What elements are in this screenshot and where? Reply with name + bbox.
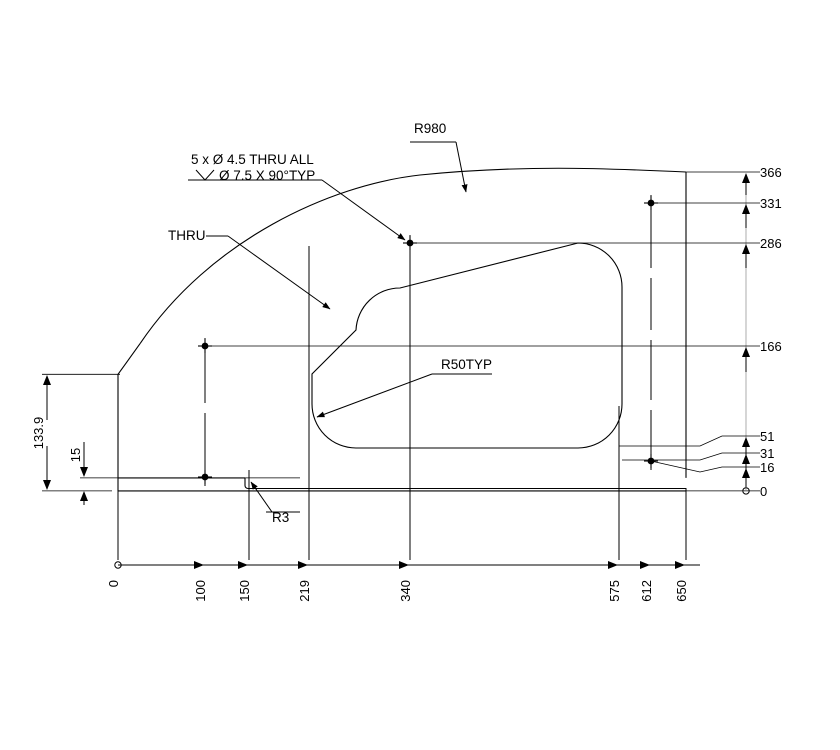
dim-label-x150: 150 (237, 580, 252, 602)
ext-16 (650, 460, 760, 473)
dim-label-x340: 340 (398, 580, 413, 602)
dim-label-16: 16 (760, 460, 774, 475)
inner-pocket-outline (311, 242, 623, 449)
dim-label-166: 166 (760, 339, 782, 354)
r50-callout (316, 373, 492, 418)
dim-label-286: 286 (760, 236, 782, 251)
dim-label-133-9: 133.9 (31, 417, 46, 450)
hole-2-x100-y16 (198, 470, 212, 484)
r980-label: R980 (414, 121, 446, 136)
right-dimension-stack (742, 173, 750, 495)
ext-31 (622, 452, 760, 461)
hole-callout (188, 169, 406, 241)
dim-label-x612: 612 (639, 580, 654, 602)
left-dimension-labels: 133.9 15 (31, 417, 83, 463)
dim-label-x650: 650 (674, 580, 689, 602)
hole-4-x612-y331 (644, 196, 658, 210)
right-dimension-labels: 366 331 286 166 51 31 16 0 (760, 165, 782, 499)
dim-label-x0: 0 (106, 580, 121, 587)
dim-label-x219: 219 (297, 580, 312, 602)
callout-leader (321, 179, 406, 241)
pocket-path (311, 242, 623, 449)
outline-chamfer (117, 343, 141, 375)
thru-label: THRU (168, 228, 206, 243)
r3-leader (250, 481, 273, 513)
dim-label-15: 15 (68, 448, 83, 462)
part-outline (117, 167, 687, 492)
dim-label-x100: 100 (193, 580, 208, 602)
callout-line-2: Ø 7.5 X 90°TYP (219, 168, 315, 183)
outline-notch-r3 (244, 477, 249, 490)
countersink-symbol (195, 169, 215, 181)
hole-symbols (198, 196, 658, 484)
r980-callout (410, 141, 468, 193)
thru-leader (227, 235, 331, 310)
hole-5-x612-y31 (644, 454, 658, 468)
dim-label-51: 51 (760, 429, 774, 444)
dim-label-366: 366 (760, 165, 782, 180)
dim-label-31: 31 (760, 446, 774, 461)
r50-leader (316, 373, 433, 418)
right-extension-lines (205, 171, 760, 492)
bottom-dimension-axis (114, 561, 700, 569)
left-dimension-group (42, 373, 300, 505)
thru-callout (206, 235, 331, 310)
callout-line-1: 5 x Ø 4.5 THRU ALL (191, 152, 314, 167)
ext-51 (619, 435, 760, 447)
r3-label: R3 (272, 510, 289, 525)
hole-centerlines (117, 195, 687, 560)
bottom-dimension-labels: 0 100 150 219 340 575 612 650 (106, 580, 689, 602)
dim-label-0: 0 (760, 484, 767, 499)
r980-leader (455, 141, 468, 193)
r50-label: R50TYP (441, 357, 492, 372)
origin-marker-horizontal (114, 561, 122, 569)
hole-3-x340-y286 (403, 236, 417, 250)
r3-callout (250, 481, 300, 513)
dim-label-x575: 575 (607, 580, 622, 602)
hole-1-x100-y166 (198, 339, 212, 353)
hole-callout-text: 5 x Ø 4.5 THRU ALL Ø 7.5 X 90°TYP (191, 152, 315, 183)
dim-label-331: 331 (760, 196, 782, 211)
outline-top-arc-r980 (139, 167, 687, 345)
